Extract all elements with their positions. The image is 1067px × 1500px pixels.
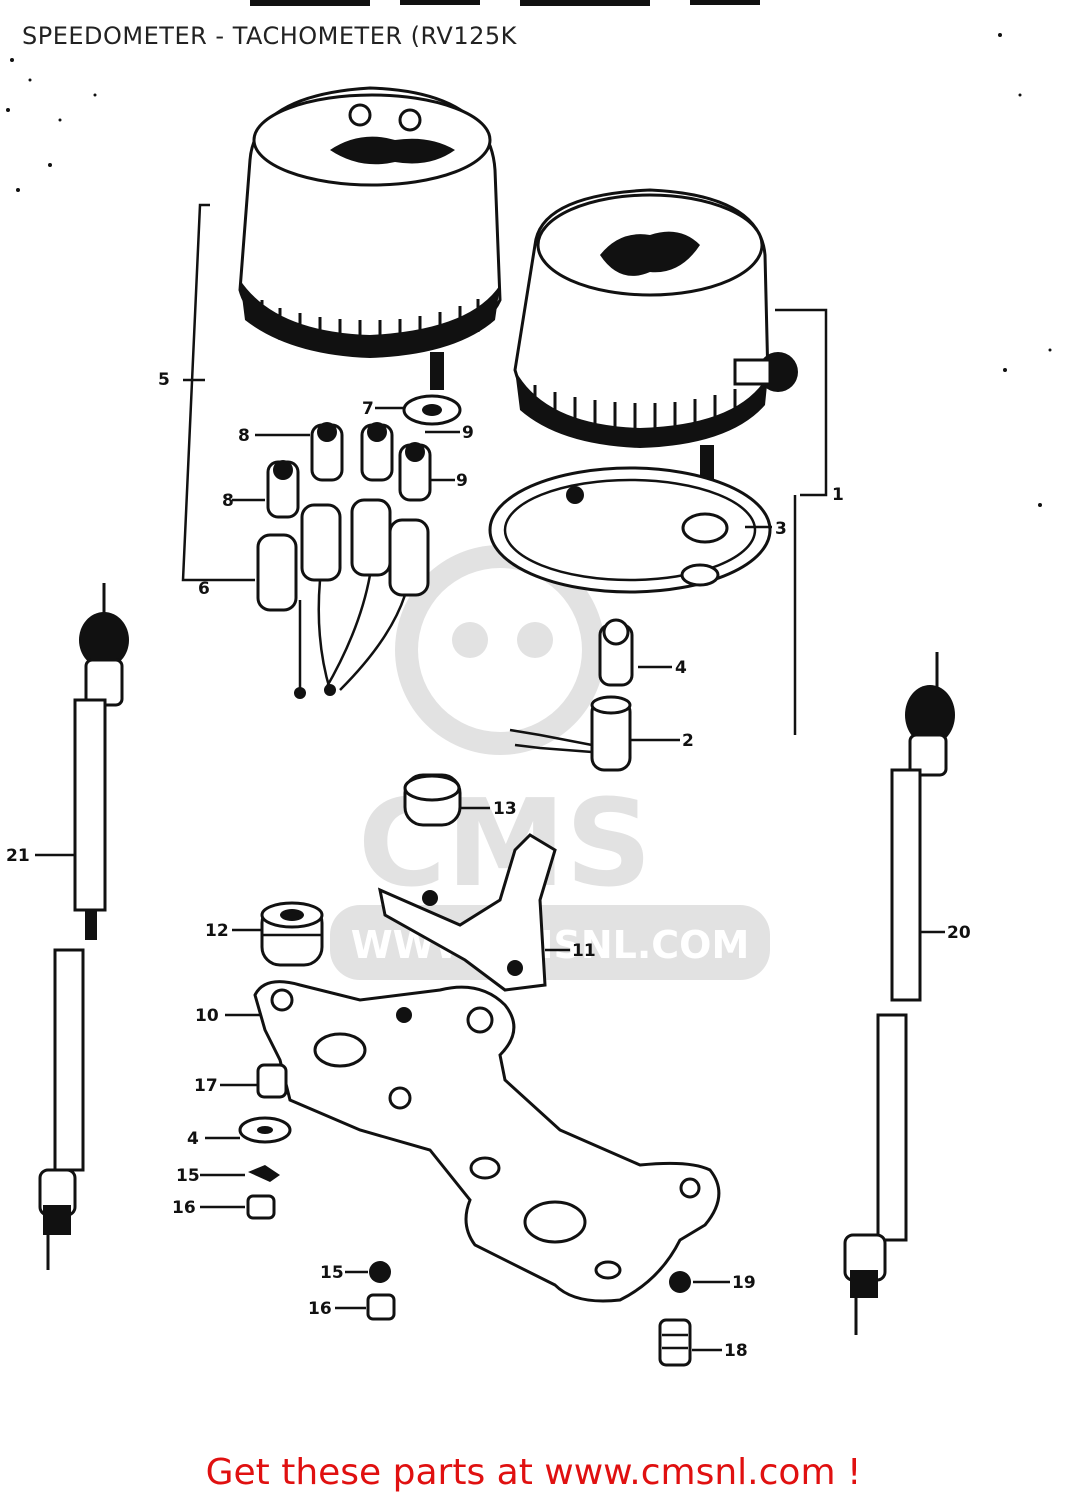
callout-12: 12 [205,921,229,941]
bracket-11 [377,833,557,992]
callout-17: 17 [194,1076,218,1096]
bulbs-and-sockets [256,394,462,699]
footer-link[interactable]: Get these parts at www.cmsnl.com ! [205,1452,862,1493]
speedometer-cable [38,583,129,1270]
callout-4a: 4 [675,658,687,678]
callout-5: 5 [158,370,170,390]
hardware-parts [238,1063,692,1367]
callout-1: 1 [832,485,844,505]
callout-2: 2 [682,731,694,751]
callout-3: 3 [775,519,787,539]
callout-13: 13 [493,799,517,819]
tachometer-housing [513,188,798,495]
callout-16a: 16 [172,1198,196,1218]
callout-8a: 8 [238,426,250,446]
scan-noise [6,0,1052,507]
grommet-12 [260,901,324,967]
leader-lines [35,203,945,1352]
callout-7: 7 [362,399,374,419]
callout-19: 19 [732,1273,756,1293]
callout-21: 21 [6,846,30,866]
callout-6: 6 [198,579,210,599]
callout-20: 20 [947,923,971,943]
callout-labels: 1 2 3 4 4 5 6 7 8 8 9 9 10 11 12 13 15 1… [6,370,971,1361]
meter-bracket-plate [253,980,721,1303]
callout-11: 11 [572,941,596,961]
callout-18: 18 [724,1341,748,1361]
speedometer-housing [238,86,502,390]
callout-15b: 15 [320,1263,344,1283]
callout-16b: 16 [308,1299,332,1319]
tachometer-cable [843,652,955,1335]
callout-8b: 8 [222,491,234,511]
callout-9a: 9 [462,423,474,443]
callout-4b: 4 [187,1129,199,1149]
page-title: SPEEDOMETER - TACHOMETER (RV125K [22,22,517,50]
callout-15a: 15 [176,1166,200,1186]
callout-10: 10 [195,1006,219,1026]
indicator-bulb-and-socket [509,618,634,772]
tachometer-bottom-cover [488,466,772,594]
callout-9b: 9 [456,471,468,491]
grommet-13 [403,773,462,827]
